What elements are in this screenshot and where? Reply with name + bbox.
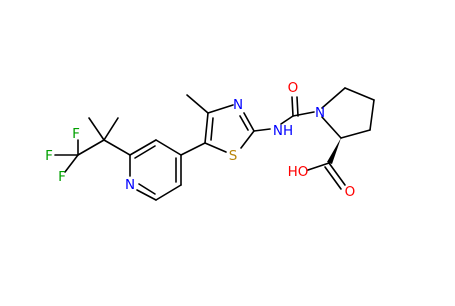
bond-c5-pyridine (180, 142, 206, 156)
bond-c2-n3-inner (239, 115, 249, 131)
bond-py-c3-c2-inner (134, 145, 156, 159)
bond-c4-c5 (204, 112, 209, 144)
bond-n-ca (321, 116, 342, 139)
atom-label-acid-o: O (345, 184, 356, 200)
bond-c4-c5-inner (210, 117, 214, 141)
bond-cq-methyl-1 (88, 117, 105, 141)
bonds (54, 87, 375, 201)
bond-py-c3-c2 (129, 139, 157, 156)
bond-py-n-c6 (136, 189, 157, 201)
bond-cd-n (321, 87, 346, 109)
bond-carbonyl-o-2 (296, 96, 299, 117)
atom-label-f-top-right: F (72, 126, 80, 142)
bond-c5-s (204, 142, 227, 153)
bond-cooh-o-2 (324, 166, 342, 190)
bond-ca-cb (340, 129, 371, 139)
atom-label-f-top-left: F (45, 148, 53, 164)
bond-cq-cf3 (77, 139, 105, 156)
bond-s-c2 (240, 130, 255, 149)
bond-cq-methyl-2 (103, 117, 119, 141)
bond-carbonyl-nh (280, 115, 294, 125)
bond-carbonyl-o-1 (291, 96, 294, 117)
bond-py-c6-c5 (155, 184, 182, 201)
atom-labels: O N N NH S HO O N F F F (45, 80, 355, 200)
bond-py-n-c6-inner (138, 183, 156, 195)
atom-label-amide-nh: NH (273, 123, 293, 139)
bond-py-c4-c3 (155, 139, 182, 156)
atom-label-pyridine-n: N (125, 177, 135, 193)
bond-cg-cd (344, 87, 375, 101)
stereo-wedge-bond (327, 138, 341, 164)
atom-label-thiazole-s: S (229, 148, 238, 164)
bond-cooh-o-1 (328, 162, 346, 186)
bond-n3-c4 (207, 104, 234, 114)
bond-py-c2-cq (103, 139, 131, 156)
bond-c4-methyl (186, 94, 209, 114)
atom-label-pyrrolidine-n: N (315, 105, 325, 121)
bond-nh-c2 (253, 128, 271, 132)
bond-n-carbonyl (292, 111, 315, 117)
atom-label-thiazole-n: N (233, 97, 243, 113)
bond-cooh-oh (307, 162, 330, 171)
bond-c2-n3 (243, 112, 255, 132)
bond-cf3-f-bottom (64, 154, 79, 173)
atom-label-acid-oh: HO (288, 164, 309, 180)
atom-label-f-bottom: F (58, 169, 66, 185)
atom-label-carbonyl-o: O (288, 80, 299, 96)
bond-cb-cg (369, 99, 375, 131)
